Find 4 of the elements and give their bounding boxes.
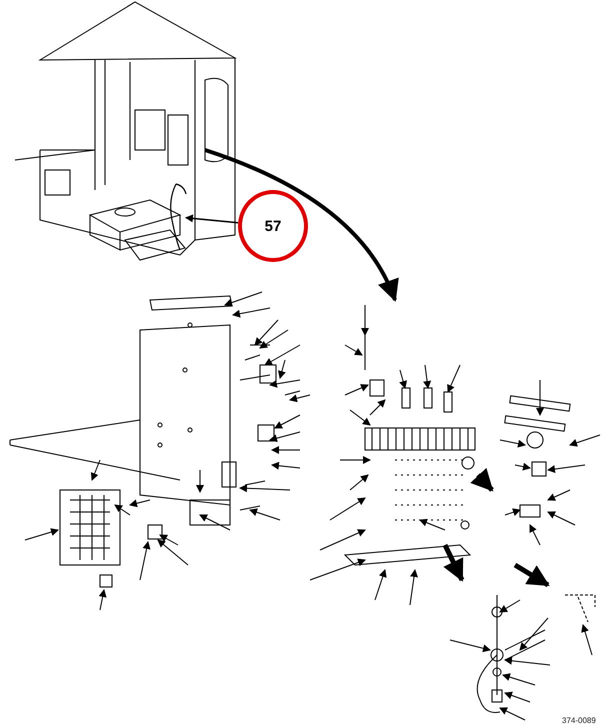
drawing-number: 374-0089 (562, 716, 596, 725)
leader-line (185, 214, 238, 224)
wire-harness-drawing (170, 183, 187, 251)
callout-number: 57 (238, 190, 308, 262)
